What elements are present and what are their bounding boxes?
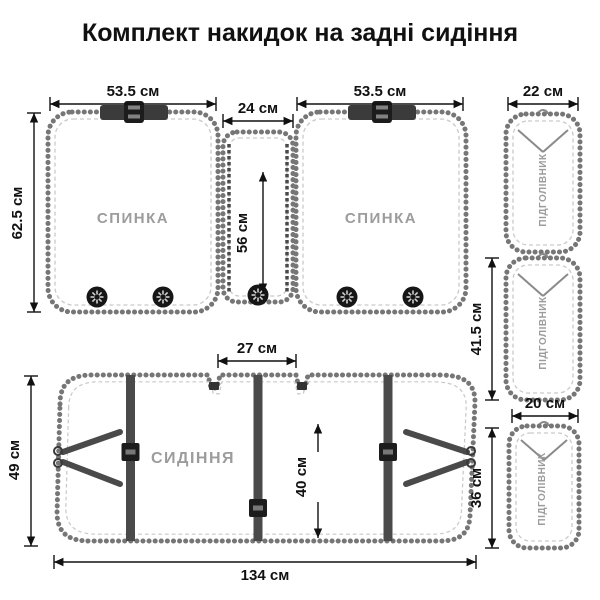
- hook-left-icon: [53, 458, 63, 468]
- headrest-top-label: ПІДГОЛІВНИК: [538, 153, 549, 227]
- headrest-middle-cord-icon: [542, 273, 569, 297]
- hook-left-icon: [53, 446, 63, 456]
- backrest-left: СПИНКА: [45, 101, 221, 315]
- seat-stitch: [65, 381, 467, 535]
- middle-piece: [220, 129, 296, 307]
- dim-headrest-bottom-width: 20 см: [511, 395, 579, 423]
- headrest-top-outline: [503, 111, 583, 255]
- dim-seat-width: 134 см: [53, 555, 477, 584]
- dim-headrest-middle-height: 41.5 см: [468, 257, 499, 401]
- headrest-bottom-cord-icon: [543, 439, 568, 461]
- backrest-right-label: СПИНКА: [345, 210, 417, 227]
- belt-guide-left-icon: [209, 382, 219, 390]
- dim-label: 40 см: [293, 457, 310, 497]
- dim-seat-tab-width: 27 см: [217, 340, 297, 368]
- dim-seat-center-height: 40 см: [293, 424, 323, 538]
- dim-label: 22 см: [523, 83, 563, 100]
- dim-label: 27 см: [237, 340, 277, 357]
- hook-right-icon: [466, 458, 476, 468]
- seat-strap-middle: [253, 375, 263, 541]
- hook-right-icon: [466, 446, 476, 456]
- headrest-top-stitch: [512, 120, 574, 246]
- seat-piece: СИДІННЯ: [53, 372, 478, 544]
- dim-middle-width: 24 см: [222, 100, 294, 128]
- side-strap-right-icon: [403, 429, 470, 455]
- dim-label: 134 см: [241, 567, 290, 584]
- headrest-middle-stitch: [512, 264, 574, 394]
- dim-headrest-bottom-height: 36 см: [468, 427, 499, 549]
- dim-label: 53.5 см: [354, 83, 407, 100]
- dim-backrest-right-width: 53.5 см: [296, 83, 464, 111]
- side-strap-right-icon: [403, 459, 470, 487]
- seat-label: СИДІННЯ: [151, 450, 235, 467]
- dim-label: 62.5 см: [9, 187, 26, 240]
- dim-label: 49 см: [6, 440, 23, 480]
- dim-label: 24 см: [238, 100, 278, 117]
- seat-outline: [54, 372, 478, 544]
- headrest-bottom-label: ПІДГОЛІВНИК: [537, 452, 548, 526]
- dim-label: 56 см: [234, 213, 251, 253]
- headrest-middle-label: ПІДГОЛІВНИК: [538, 296, 549, 370]
- headrest-top: ПІДГОЛІВНИК: [503, 109, 583, 255]
- dim-headrest-top-width: 22 см: [507, 83, 579, 111]
- headrest-bottom-stitch: [515, 432, 573, 542]
- backrest-right: СПИНКА: [293, 101, 469, 315]
- headrest-bottom-outline: [506, 423, 582, 551]
- dim-seat-side-height: 49 см: [6, 375, 38, 547]
- dim-label: 53.5 см: [107, 83, 160, 100]
- dim-middle-height: 56 см: [234, 172, 268, 293]
- dim-label: 36 см: [468, 468, 485, 508]
- dim-backrest-height: 62.5 см: [9, 112, 41, 313]
- headrest-top-cord-icon: [542, 129, 569, 153]
- belt-guide-right-icon: [297, 382, 307, 390]
- side-strap-left-icon: [60, 429, 123, 455]
- side-strap-left-icon: [60, 459, 123, 487]
- headrest-middle-cord-icon: [517, 273, 544, 297]
- dim-label: 20 см: [525, 395, 565, 412]
- dim-backrest-left-width: 53.5 см: [49, 83, 217, 111]
- headrest-middle-outline: [503, 255, 583, 403]
- page-title: Комплект накидок на задні сидіння: [82, 19, 518, 47]
- backrest-left-label: СПИНКА: [97, 210, 169, 227]
- headrest-top-cord-icon: [517, 129, 544, 153]
- dim-label: 41.5 см: [468, 303, 485, 356]
- headrest-bottom-cord-icon: [520, 439, 545, 461]
- headrest-middle: ПІДГОЛІВНИК: [503, 253, 583, 403]
- headrest-bottom: ПІДГОЛІВНИК: [506, 421, 582, 551]
